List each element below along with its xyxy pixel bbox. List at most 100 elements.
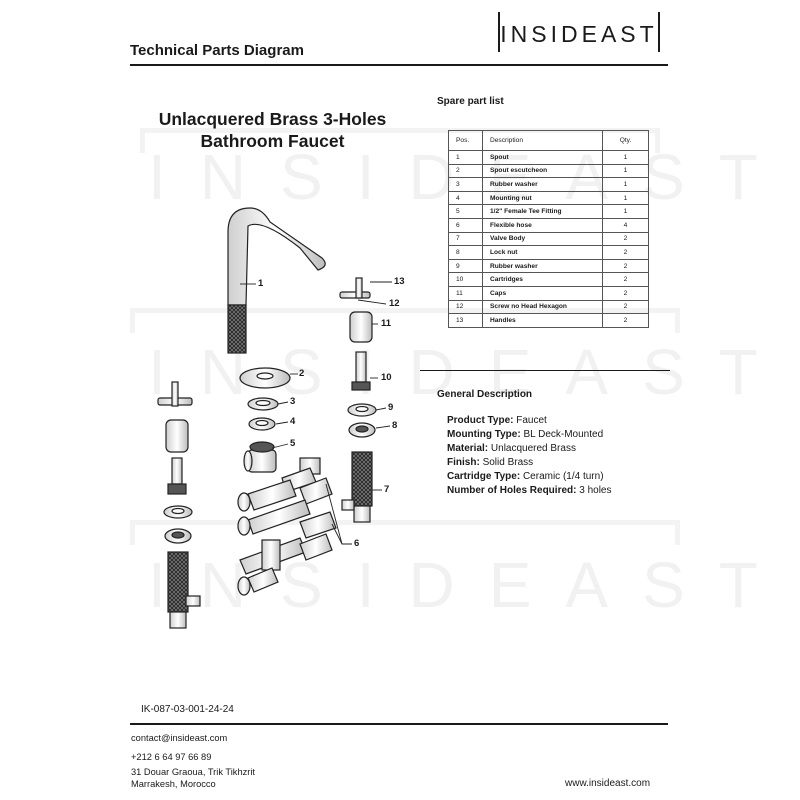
website-link[interactable]: www.insideast.com xyxy=(565,778,651,789)
description-cell: Rubber washer xyxy=(482,177,603,192)
brand-logo-text: INSIDEAST xyxy=(500,21,658,47)
flexible-hose-part xyxy=(237,457,337,596)
spec-label: Cartridge Type: xyxy=(447,471,521,482)
callout-1: 1 xyxy=(258,278,264,289)
callout-9: 9 xyxy=(388,402,394,413)
pos-cell: 3 xyxy=(448,177,483,192)
watermark-frame xyxy=(140,128,660,153)
qty-cell: 2 xyxy=(602,299,649,315)
pos-cell: 1 xyxy=(448,150,483,165)
callout-11: 11 xyxy=(381,318,392,329)
qty-cell: 2 xyxy=(602,313,649,328)
description-cell: Mounting nut xyxy=(482,190,603,206)
address-line1: 31 Douar Graoua, Trik Tikhzrit xyxy=(131,767,256,777)
qty-cell: 1 xyxy=(602,163,649,179)
qty-cell: 1 xyxy=(602,204,649,219)
spec-item: Number of Holes Required: 3 holes xyxy=(447,485,612,496)
qty-cell: 1 xyxy=(602,177,649,192)
pos-cell: 5 xyxy=(448,204,483,219)
description-cell: Spout xyxy=(482,150,603,165)
description-cell: Lock nut xyxy=(482,245,603,260)
spec-item: Mounting Type: BL Deck-Mounted xyxy=(447,429,603,440)
description-cell: Screw no Head Hexagon xyxy=(482,299,603,315)
column-header: Qty. xyxy=(602,130,649,151)
contact-email[interactable]: contact@insideast.com xyxy=(131,733,228,743)
brand-logo: INSIDEAST xyxy=(498,12,660,52)
spec-value: BL Deck-Mounted xyxy=(523,429,604,440)
pos-cell: 8 xyxy=(448,245,483,260)
pos-cell: 10 xyxy=(448,272,483,287)
general-description-title: General Description xyxy=(437,389,533,400)
pos-cell: 13 xyxy=(448,313,483,328)
pos-cell: 11 xyxy=(448,285,483,301)
footer-divider xyxy=(130,723,668,725)
spec-label: Mounting Type: xyxy=(447,429,521,440)
qty-cell: 1 xyxy=(602,150,649,165)
spec-value: Ceramic (1/4 turn) xyxy=(522,471,604,482)
spec-item: Product Type: Faucet xyxy=(447,415,547,426)
qty-cell: 2 xyxy=(602,245,649,260)
spec-item: Material: Unlacquered Brass xyxy=(447,443,576,454)
document-code: IK-087-03-001-24-24 xyxy=(141,704,234,715)
description-cell: Cartridges xyxy=(482,272,603,287)
qty-cell: 2 xyxy=(602,231,649,247)
callout-6: 6 xyxy=(354,538,360,549)
left-cap-part xyxy=(165,419,189,453)
description-cell: Handles xyxy=(482,313,603,328)
qty-cell: 2 xyxy=(602,258,649,274)
callout-4: 4 xyxy=(290,416,296,427)
header-title: Technical Parts Diagram xyxy=(130,42,304,59)
pos-cell: 12 xyxy=(448,299,483,315)
address-line2: Marrakesh, Morocco xyxy=(131,779,216,789)
spec-label: Number of Holes Required: xyxy=(447,485,577,496)
exploded-parts-diagram xyxy=(157,207,392,629)
spec-value: 3 holes xyxy=(579,485,612,496)
pos-cell: 9 xyxy=(448,258,483,274)
pos-cell: 7 xyxy=(448,231,483,247)
spec-item: Cartridge Type: Ceramic (1/4 turn) xyxy=(447,471,604,482)
spec-label: Finish: xyxy=(447,457,480,468)
product-title-line2: Bathroom Faucet xyxy=(200,131,345,151)
spec-item: Finish: Solid Brass xyxy=(447,457,533,468)
left-valve-body-part xyxy=(167,551,201,629)
spec-label: Product Type: xyxy=(447,415,514,426)
description-cell: Spout escutcheon xyxy=(482,163,603,179)
qty-cell: 2 xyxy=(602,285,649,301)
header-divider xyxy=(130,64,668,66)
left-cartridge-part xyxy=(167,457,187,495)
general-divider xyxy=(420,370,670,371)
right-valve-body-part xyxy=(341,451,373,523)
pos-cell: 2 xyxy=(448,163,483,179)
qty-cell: 1 xyxy=(602,190,649,206)
spec-value: Faucet xyxy=(516,415,547,426)
tee-fitting-part xyxy=(243,441,277,473)
right-cartridge-part xyxy=(351,351,371,391)
product-title: Unlacquered Brass 3-Holes Bathroom Fauce… xyxy=(130,108,415,152)
column-header: Pos. xyxy=(448,130,483,151)
watermark-frame xyxy=(130,520,680,545)
qty-cell: 4 xyxy=(602,217,649,233)
callout-7: 7 xyxy=(384,484,390,495)
spec-label: Material: xyxy=(447,443,489,454)
callout-13: 13 xyxy=(394,276,405,287)
table-header-row: Pos. Description Qty. xyxy=(448,130,649,151)
callout-5: 5 xyxy=(290,438,296,449)
spout-part xyxy=(227,207,326,354)
pos-cell: 6 xyxy=(448,217,483,233)
callout-2: 2 xyxy=(299,368,305,379)
description-cell: Flexible hose xyxy=(482,217,603,233)
spec-value: Unlacquered Brass xyxy=(490,443,576,454)
spec-value: Solid Brass xyxy=(482,457,534,468)
product-title-line1: Unlacquered Brass 3-Holes xyxy=(158,109,387,129)
